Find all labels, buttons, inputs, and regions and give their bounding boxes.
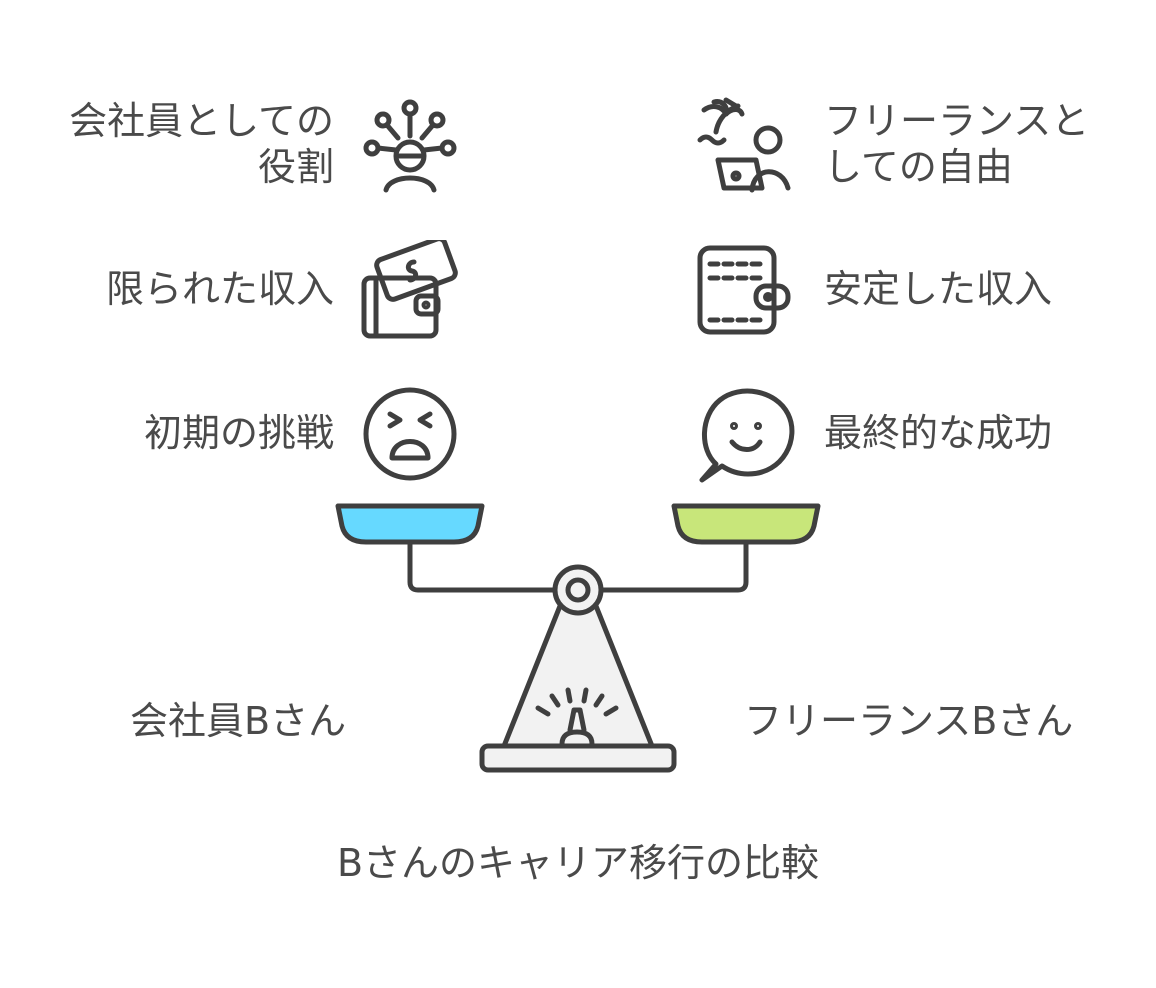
left-item-role-label: 会社員としての 役割 bbox=[69, 99, 334, 189]
frustrated-face-icon bbox=[360, 386, 460, 486]
left-item-challenge-label: 初期の挑戦 bbox=[143, 411, 334, 455]
left-caption: 会社員Bさん bbox=[130, 699, 347, 743]
right-item-freedom-label: フリーランスと しての自由 bbox=[824, 99, 1090, 189]
page-title: Bさんのキャリア移行の比較 bbox=[336, 841, 820, 885]
right-pan bbox=[671, 503, 821, 545]
wallet-icon bbox=[696, 244, 796, 340]
left-pan bbox=[335, 503, 485, 545]
wallet-with-cash-icon bbox=[360, 240, 464, 340]
right-item-success-label: 最終的な成功 bbox=[824, 411, 1053, 455]
scale-stand bbox=[501, 603, 655, 749]
smiling-speech-bubble-icon bbox=[696, 386, 796, 486]
beach-laptop-icon bbox=[696, 96, 796, 196]
scale-gauge-icon bbox=[535, 687, 619, 747]
scale-beam bbox=[407, 539, 749, 593]
left-item-income-label: 限られた収入 bbox=[105, 267, 334, 311]
scale-base bbox=[479, 743, 677, 773]
person-network-icon bbox=[360, 98, 460, 198]
right-item-income-label: 安定した収入 bbox=[824, 267, 1053, 311]
right-caption: フリーランスBさん bbox=[744, 699, 1074, 743]
scale-pivot bbox=[552, 564, 604, 616]
